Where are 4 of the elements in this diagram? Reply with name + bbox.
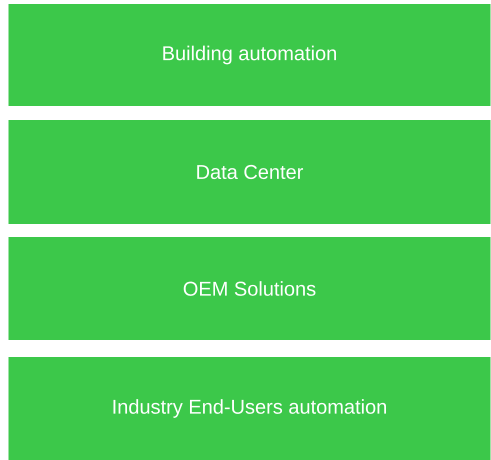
category-box: Data Center <box>8 120 490 224</box>
category-box: Building automation <box>8 4 490 106</box>
category-box: Industry End-Users automation <box>8 357 490 460</box>
category-box: OEM Solutions <box>8 237 490 340</box>
